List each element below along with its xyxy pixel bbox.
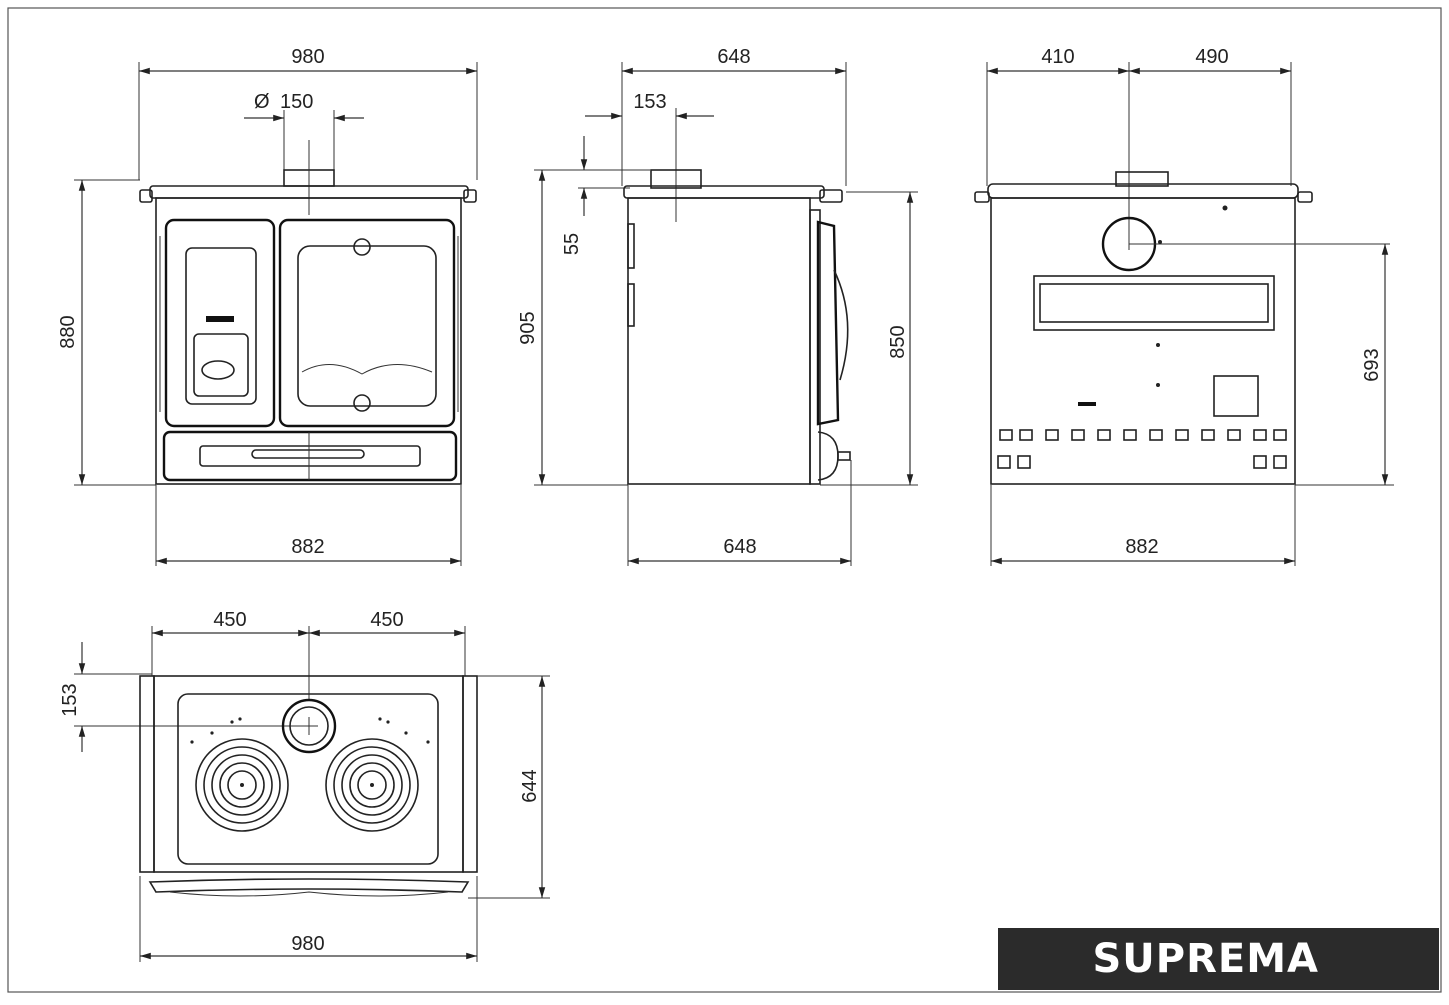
- side-height-body-dimension: 850: [820, 191, 918, 486]
- front-ash-drawer: [162, 430, 458, 482]
- front-height-label: 880: [57, 315, 79, 348]
- top-depth-label: 644: [519, 769, 541, 802]
- top-left-half-label: 450: [213, 609, 246, 631]
- back-panel: [1033, 275, 1275, 331]
- top-flue-ring: [281, 698, 337, 754]
- front-firebox-door: [164, 218, 276, 428]
- page-border: [7, 7, 1442, 993]
- side-height-body-label: 850: [887, 325, 909, 358]
- model-title: SUPREMA: [1092, 936, 1319, 982]
- side-door-profile: [816, 220, 840, 426]
- back-flue-height-label: 693: [1361, 348, 1383, 381]
- top-width-dimension: 980: [139, 876, 478, 962]
- top-cooking-plate: [153, 675, 464, 873]
- front-thermometer: [353, 238, 371, 256]
- back-left-offset-label: 410: [1041, 46, 1074, 68]
- side-depth-top-dimension: 648: [621, 46, 847, 186]
- side-stove-body: [627, 197, 811, 485]
- back-right-offset-label: 490: [1195, 46, 1228, 68]
- back-flue-pipe: [1115, 171, 1169, 187]
- side-flue-pipe: [650, 169, 702, 189]
- side-view: 648 153 55: [517, 46, 918, 566]
- top-right-half-label: 450: [370, 609, 403, 631]
- side-depth-top-label: 648: [717, 46, 750, 68]
- front-width-bottom-label: 882: [291, 536, 324, 558]
- front-stove-body: [155, 197, 462, 485]
- front-width-top-dimension: 980: [138, 46, 478, 180]
- top-flue-offset-dimension: 153: [59, 642, 300, 752]
- top-flue-offset-label: 153: [59, 683, 81, 716]
- diameter-symbol: Ø: [254, 91, 270, 113]
- side-flue-height-dimension: 55: [561, 136, 650, 255]
- top-half-width-dimensions: 450 450: [151, 609, 466, 700]
- back-offset-dimensions: 410 490: [986, 46, 1292, 250]
- top-front-rail: [148, 878, 470, 893]
- top-left-hob: [195, 738, 289, 832]
- front-oven-door: [278, 218, 456, 428]
- back-stove-body: [990, 197, 1296, 485]
- back-vent-row: [997, 429, 1287, 469]
- front-drawer-handle: [251, 449, 365, 459]
- side-flue-offset-dimension: 153: [585, 91, 714, 222]
- front-height-dimension: 880: [57, 179, 156, 486]
- side-height-total-dimension: 905: [517, 169, 650, 486]
- back-plate: [1213, 375, 1259, 417]
- front-width-bottom-dimension: 882: [155, 485, 462, 566]
- top-depth-dimension: 644: [468, 675, 550, 899]
- side-height-total-label: 905: [517, 311, 539, 344]
- front-flue-diameter-dimension: Ø 150: [244, 91, 364, 186]
- front-width-top-label: 980: [291, 46, 324, 68]
- top-right-hob: [325, 738, 419, 832]
- top-indicator-dots: [190, 717, 430, 744]
- side-depth-bottom-dimension: 648: [627, 460, 852, 566]
- back-width-bottom-dimension: 882: [990, 485, 1296, 566]
- side-flue-offset-label: 153: [633, 91, 666, 113]
- side-flue-height-label: 55: [561, 233, 583, 255]
- back-flue-height-dimension: 693: [1295, 244, 1394, 486]
- front-oven-knob: [353, 394, 371, 412]
- back-view: 410 490: [974, 46, 1394, 566]
- front-flue-diameter-label: 150: [280, 91, 313, 113]
- front-view: 980 Ø 150: [57, 46, 478, 566]
- top-width-label: 980: [291, 933, 324, 955]
- model-title-bar: SUPREMA: [998, 928, 1439, 990]
- side-depth-bottom-label: 648: [723, 536, 756, 558]
- back-width-bottom-label: 882: [1125, 536, 1158, 558]
- top-view: 450 450 153: [59, 609, 550, 962]
